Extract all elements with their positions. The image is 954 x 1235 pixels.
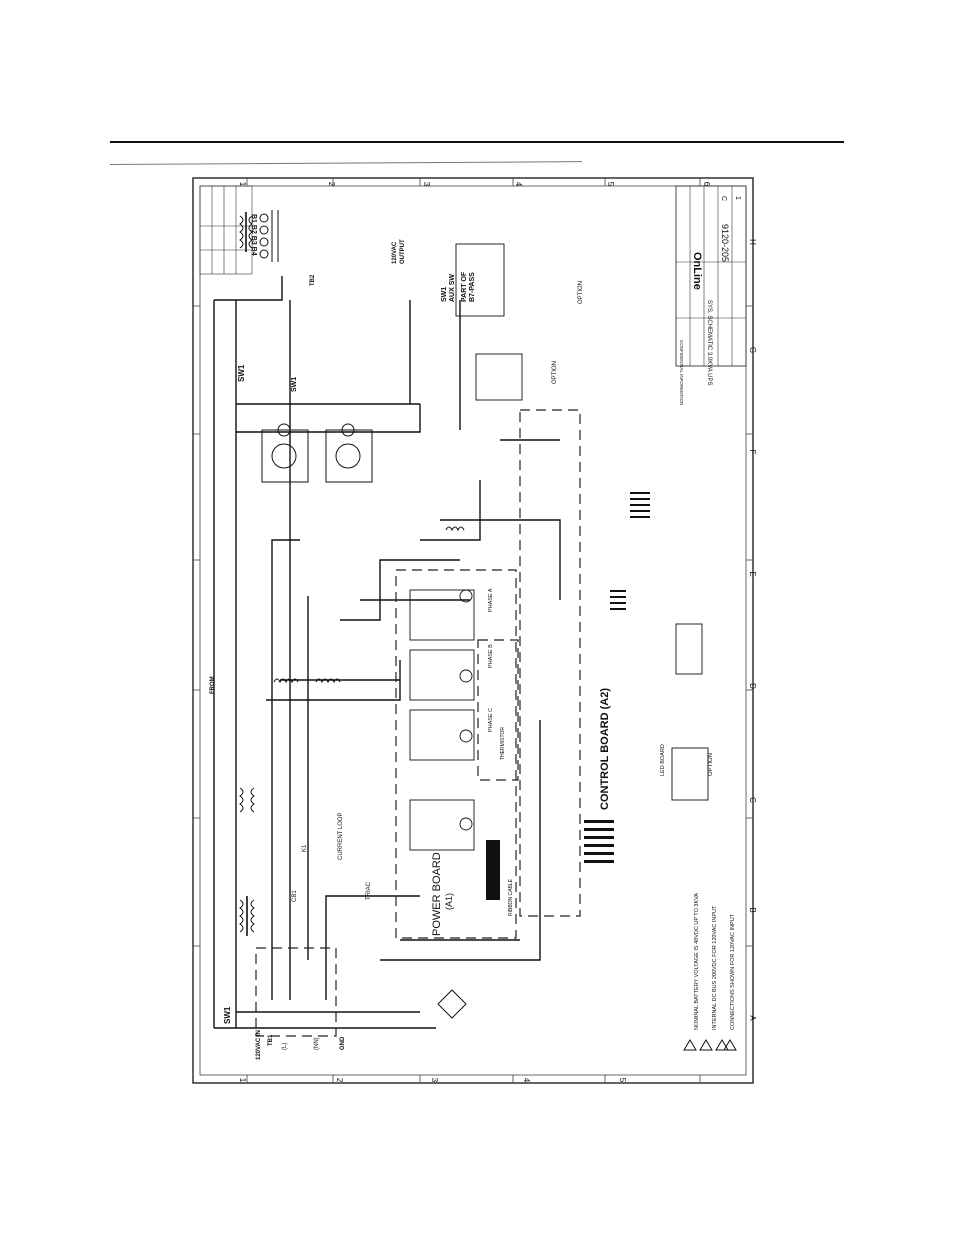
note-1: NOMINAL BATTERY VOLTAGE IS 48VDC UP TO 3… bbox=[694, 893, 700, 1030]
zone-ticks bbox=[193, 178, 753, 1083]
output-label-2: OUTPUT bbox=[400, 239, 406, 264]
note-triangles bbox=[683, 1039, 737, 1051]
power-board-label: POWER BOARD bbox=[431, 852, 443, 936]
aux-switch-label-4: B7-PASS bbox=[469, 272, 476, 302]
zone-5-label: 5 bbox=[606, 182, 615, 187]
zone-a-label: A bbox=[748, 1015, 757, 1021]
tb2-label: TB2 bbox=[310, 274, 316, 286]
ground-label: GND bbox=[340, 1036, 346, 1050]
led-board-label: LED BOARD bbox=[660, 744, 666, 776]
power-board-id: (A1) bbox=[444, 893, 454, 910]
current-loop-label: CURRENT LOOP bbox=[338, 812, 344, 860]
zone-4-label: 4 bbox=[514, 182, 523, 187]
control-board-label: CONTROL BOARD (A2) bbox=[599, 688, 611, 810]
power-board-outline bbox=[395, 569, 517, 939]
zone-5-label-bottom: 5 bbox=[618, 1078, 627, 1083]
phase-b-label: PHASE B bbox=[488, 644, 494, 668]
zone-3-label: 3 bbox=[422, 182, 431, 187]
bridge-rectifier bbox=[437, 989, 467, 1019]
zone-c-label: C bbox=[748, 797, 757, 803]
drawing-inner-border bbox=[199, 185, 747, 1076]
title-line: SYS. SCHEMATIC 3.0KVA UPS bbox=[706, 300, 712, 385]
zone-6-label: 6 bbox=[702, 182, 711, 187]
triac-label: TRIAC bbox=[366, 881, 372, 900]
control-board-outline bbox=[519, 409, 581, 917]
zone-2-label-bottom: 2 bbox=[335, 1078, 344, 1083]
sw1-label-top: SW1 bbox=[237, 364, 246, 382]
zone-f-label: F bbox=[748, 450, 757, 455]
sw1-label-mid: SW1 bbox=[291, 377, 298, 392]
revision-letter: C bbox=[720, 196, 727, 201]
transformer-t4 bbox=[239, 787, 255, 813]
ribbon-cable-label: RIBBON CABLE bbox=[508, 878, 514, 916]
drawing-outer-border bbox=[192, 177, 754, 1084]
thermistor-label: THERMISTOR bbox=[500, 727, 506, 760]
input-label: 120VAC IN bbox=[256, 1030, 262, 1060]
igbt-modules bbox=[409, 589, 475, 851]
main-wiring bbox=[213, 276, 561, 1029]
sheet-number: 1 bbox=[734, 196, 741, 200]
page-top-rule bbox=[110, 141, 844, 143]
zone-1-label-bottom: 1 bbox=[238, 1078, 247, 1083]
zone-g-label: G bbox=[748, 347, 757, 353]
zone-4-label-bottom: 4 bbox=[522, 1078, 531, 1083]
company-logo: OnLine bbox=[691, 252, 703, 290]
option-label-top: OPTION bbox=[578, 281, 584, 304]
title-block: OnLine SYS. SCHEMATIC 3.0KVA UPS 9120-20… bbox=[675, 185, 747, 405]
battery-bank bbox=[259, 210, 279, 262]
neutral-label: (NN) bbox=[314, 1037, 320, 1050]
doc-number: 9120-205 bbox=[720, 224, 730, 262]
zone-d-label: D bbox=[748, 683, 757, 689]
zone-e-label: E bbox=[748, 571, 757, 576]
cb1-label: CB1 bbox=[292, 890, 298, 902]
fan-pb1 bbox=[261, 423, 309, 483]
option-box-mid bbox=[475, 353, 523, 401]
zone-3-label-bottom: 3 bbox=[430, 1078, 439, 1083]
option-boxes bbox=[455, 243, 709, 801]
tb1-label: TB1 bbox=[268, 1034, 274, 1046]
zone-h-label: H bbox=[748, 239, 757, 245]
option-box-led bbox=[671, 747, 709, 801]
aux-switch-label-3: PART OF bbox=[461, 271, 468, 302]
transformer-t2 bbox=[239, 896, 255, 936]
output-label-1: 120VAC bbox=[392, 241, 398, 264]
phase-c-label: PHASE C bbox=[488, 708, 494, 732]
option-label-mid: OPTION bbox=[552, 361, 558, 384]
sw1-label-left: SW1 bbox=[223, 1006, 232, 1024]
zone-1-label: 1 bbox=[238, 182, 247, 187]
aux-switch-label-1: SW1 bbox=[441, 287, 448, 302]
phase-a-label: PHASE A bbox=[488, 588, 494, 612]
connector-pins bbox=[486, 492, 650, 900]
revision-block bbox=[199, 185, 253, 275]
fan-pb2 bbox=[325, 423, 373, 483]
option-box-top bbox=[455, 243, 505, 317]
line-label: (L) bbox=[282, 1043, 288, 1050]
inductors bbox=[273, 526, 465, 684]
k1-label: K1 bbox=[302, 844, 308, 852]
note-2: INTERNAL DC BUS 200VDC FOR 120VAC INPUT bbox=[712, 905, 718, 1030]
battery-label: B1 B2 B3 B4 bbox=[250, 214, 257, 256]
note-3: CONNECTIONS SHOWN FOR 120VAC INPUT bbox=[730, 913, 736, 1030]
zone-b-label: B bbox=[748, 907, 757, 912]
from-tb3-label: FROM bbox=[210, 676, 216, 694]
transformer-t3 bbox=[239, 212, 253, 252]
board-outlines bbox=[255, 409, 581, 1037]
option-label-led: OPTION bbox=[708, 753, 714, 776]
aux-switch-label-2: AUX SW bbox=[449, 274, 456, 302]
confidential-note: CONFIDENTIAL INFORMATION bbox=[679, 340, 684, 405]
zone-2-label: 2 bbox=[327, 182, 336, 187]
